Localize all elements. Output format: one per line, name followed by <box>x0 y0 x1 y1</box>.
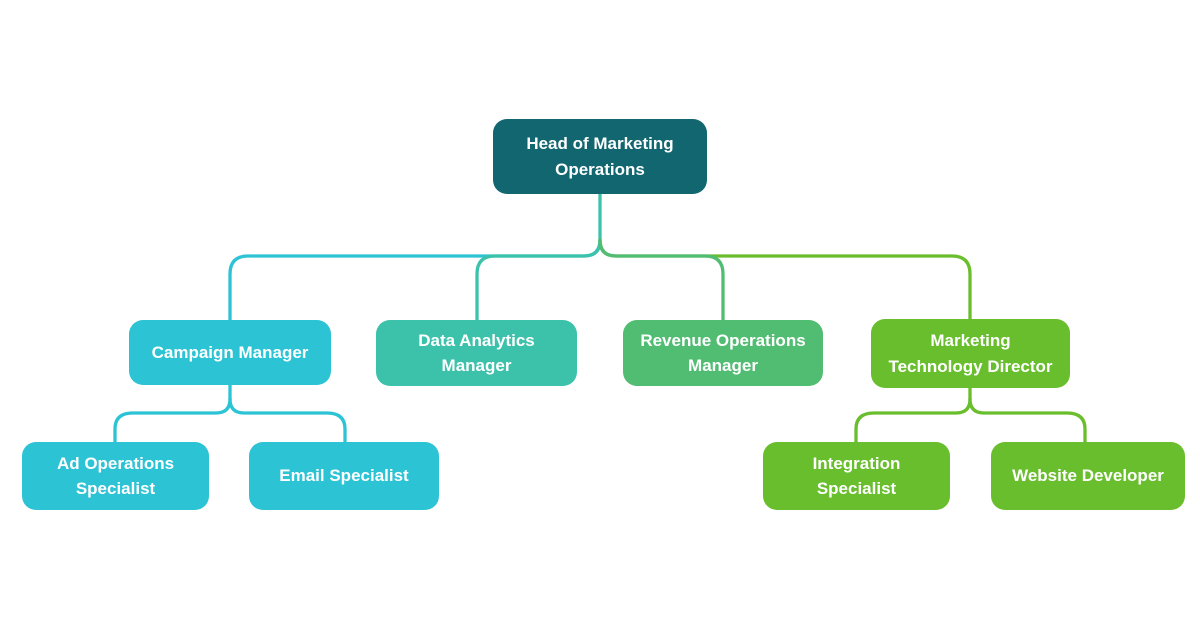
node-data-analytics-manager: Data Analytics Manager <box>376 320 577 386</box>
connector-campaign-email <box>228 397 347 444</box>
node-marketing-technology-director: Marketing Technology Director <box>871 319 1070 388</box>
node-head-of-marketing-operations: Head of Marketing Operations <box>493 119 707 194</box>
node-campaign-manager: Campaign Manager <box>129 320 331 385</box>
connector-root-revenue <box>598 238 725 322</box>
connector-root-martech <box>598 238 972 321</box>
node-website-developer: Website Developer <box>991 442 1185 510</box>
connector-martech-website <box>968 397 1087 444</box>
node-ad-operations-specialist: Ad Operations Specialist <box>22 442 209 510</box>
connector-root-data <box>475 238 602 322</box>
connector-root-campaign <box>228 238 602 322</box>
connector-martech-integration <box>854 397 972 444</box>
node-integration-specialist: Integration Specialist <box>763 442 950 510</box>
node-email-specialist: Email Specialist <box>249 442 439 510</box>
node-revenue-operations-manager: Revenue Operations Manager <box>623 320 823 386</box>
connector-campaign-adops <box>113 397 232 444</box>
